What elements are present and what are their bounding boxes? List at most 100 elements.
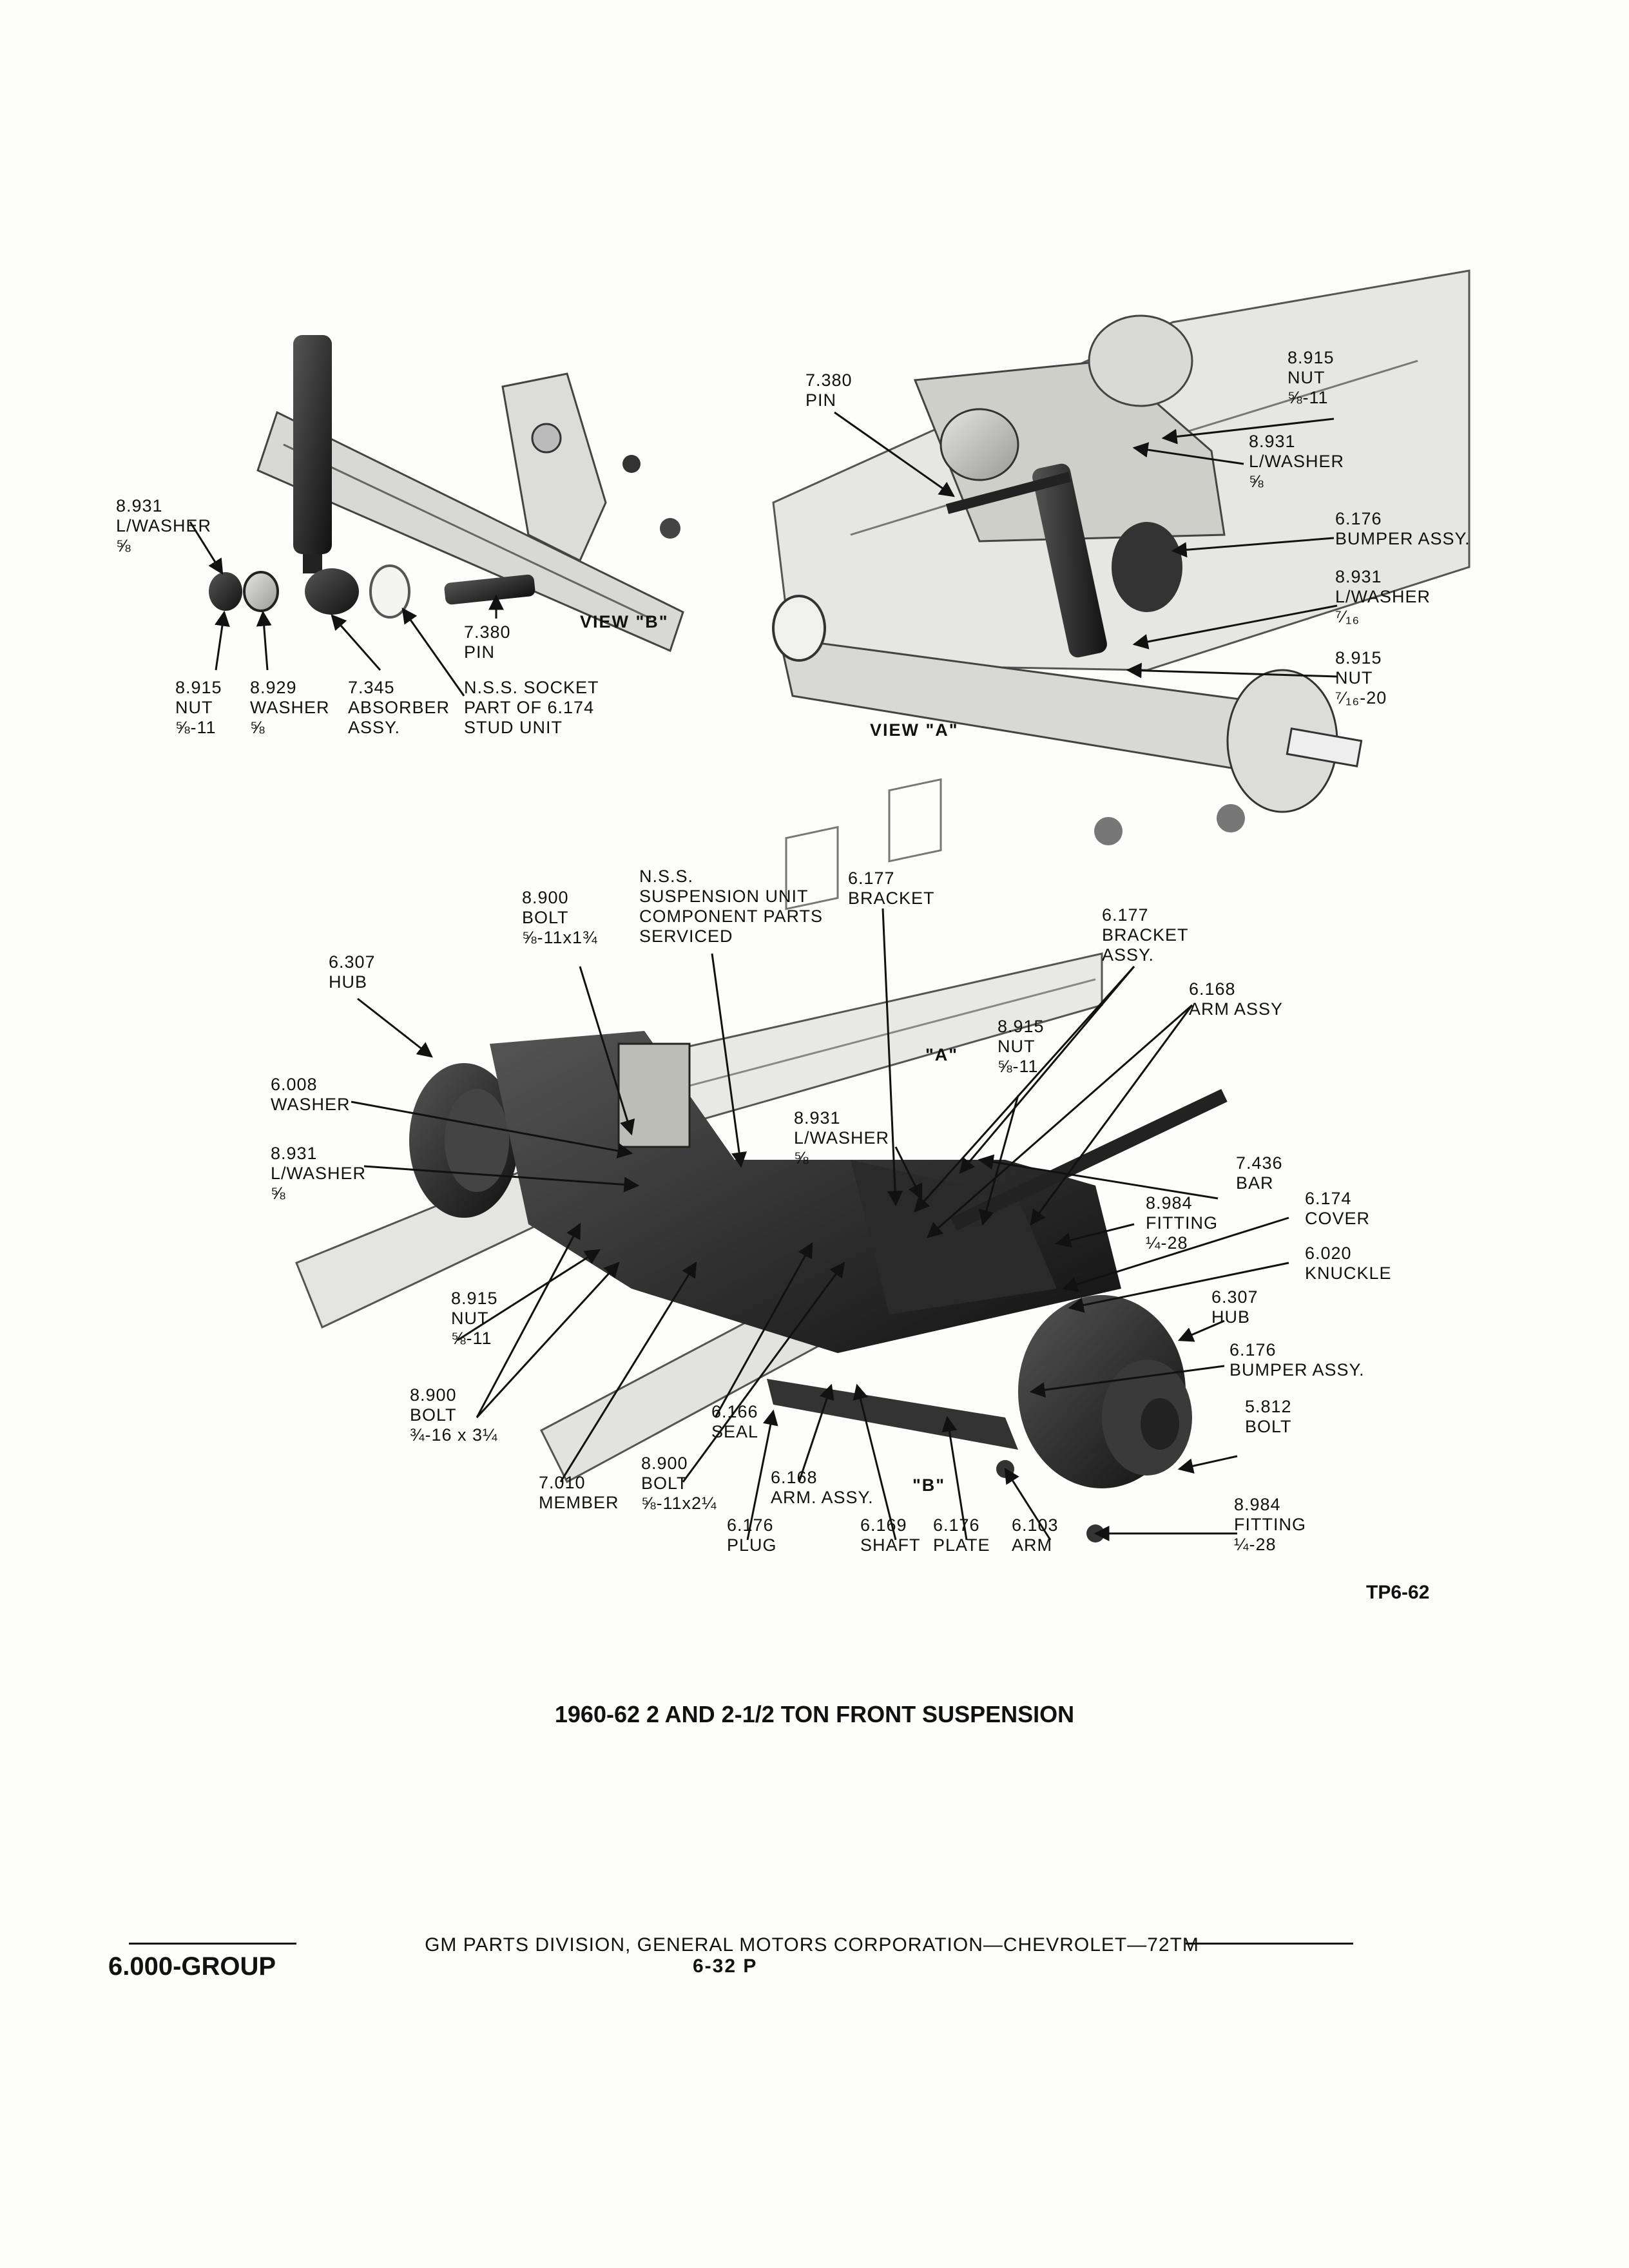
view-a-drawing [772,269,1470,845]
part-number: 6.008 [271,1075,318,1094]
part-name: L/WASHER [116,516,212,535]
view-b-absorber-callout: 7.345 ABSORBER ASSY. [348,678,450,738]
part-name: SEAL [711,1422,759,1441]
part-number: 6.176 [1229,1340,1277,1360]
page-number: 6-32 P [693,1956,758,1977]
part-name: BOLT [410,1405,457,1425]
part-name: PIN [464,642,496,662]
view-a-marker: "A" [925,1045,959,1064]
part-name: BUMPER ASSY. [1229,1360,1365,1379]
view-a-pin-callout: 7.380 PIN [805,370,853,410]
part-number: 8.931 [271,1144,318,1163]
part-number: 6.307 [1211,1287,1258,1307]
part-size: ⅝ [271,1184,286,1203]
part-name: HUB [1211,1307,1251,1327]
part-name: COMPONENT PARTS [639,907,824,926]
part-number: 7.380 [805,370,853,390]
bolt-low-callout: 8.900 BOLT ¾-16 x 3¼ [410,1385,498,1445]
part-size: ⁷⁄₁₆ [1335,607,1360,626]
part-number: 7.436 [1236,1153,1283,1173]
part-name: WASHER [271,1095,351,1114]
part-number: 6.307 [329,952,376,972]
part-number: 8.931 [794,1108,841,1128]
figure-reference-code: TP6-62 [1366,1582,1430,1603]
part-size: ⅝-11 [1287,388,1329,407]
plug-callout: 6.176 PLUG [727,1515,777,1555]
view-b-pin-callout: 7.380 PIN [464,622,511,662]
part-name: BOLT [641,1474,688,1493]
part-size: ¾-16 x 3¼ [410,1425,498,1445]
part-size: ASSY. [348,718,401,737]
view-a-nut-low-callout: 8.915 NUT ⁷⁄₁₆-20 [1335,648,1387,708]
part-number: 7.380 [464,622,511,642]
hub-left-callout: 6.307 HUB [329,952,376,992]
part-number: 8.915 [998,1017,1045,1036]
part-name: KNUCKLE [1305,1264,1392,1283]
part-name: SERVICED [639,927,733,946]
part-name: BUMPER ASSY. [1335,529,1470,548]
part-name: WASHER [250,698,330,717]
lwasher-left-callout: 8.931 L/WASHER ⅝ [271,1144,366,1204]
part-number: 8.900 [410,1385,457,1405]
part-name: L/WASHER [1249,452,1345,471]
part-number: N.S.S. [639,867,694,886]
part-name: NUT [998,1037,1036,1056]
leader-lines [189,411,1338,1541]
view-b-lwasher-callout: 8.931 L/WASHER ⅝ [116,496,211,556]
part-size: ⅝ [1249,472,1264,491]
part-name: L/WASHER [1335,587,1431,606]
part-number: 7.010 [539,1473,586,1492]
fitting-bottom-callout: 8.984 FITTING ¼-28 [1234,1495,1306,1555]
shaft-callout: 6.169 SHAFT [860,1515,921,1555]
part-number: 5.812 [1245,1397,1292,1416]
part-name: COVER [1305,1209,1371,1228]
view-a-label: VIEW "A" [870,720,959,740]
part-name: ABSORBER [348,698,450,717]
view-b-label: VIEW "B" [580,612,669,631]
part-name: NUT [1335,668,1373,687]
lwasher-mid-callout: 8.931 L/WASHER ⅝ [794,1108,889,1168]
part-number: 8.931 [1335,567,1382,586]
part-name: PLATE [933,1535,990,1555]
part-number: 6.020 [1305,1244,1352,1263]
part-name: FITTING [1234,1515,1306,1534]
part-name: PLUG [727,1535,777,1555]
member-callout: 7.010 MEMBER [539,1473,619,1513]
part-name: L/WASHER [271,1164,367,1183]
part-name: BRACKET [1102,925,1189,945]
part-size: ASSY. [1102,945,1155,965]
part-size: ⅝ [116,536,131,555]
part-number: 8.915 [175,678,222,697]
bolt-bottom-callout: 8.900 BOLT ⅝-11x2¼ [641,1454,717,1514]
part-size: ¼-28 [1234,1535,1277,1554]
part-number: 6.174 [1305,1189,1352,1208]
part-number: 8.915 [451,1289,498,1308]
nut-left-callout: 8.915 NUT ⅝-11 [451,1289,498,1349]
part-name: SHAFT [860,1535,921,1555]
part-number: 6.168 [1189,979,1236,999]
part-number: 6.176 [727,1515,774,1535]
part-name: ARM ASSY [1189,999,1284,1019]
seal-callout: 6.166 SEAL [711,1402,758,1442]
view-b-washer-callout: 8.929 WASHER ⅝ [250,678,330,738]
part-name: FITTING [1146,1213,1218,1233]
part-size: ⅝ [250,718,265,737]
part-size: ⅝-11 [998,1057,1039,1076]
part-number: 8.929 [250,678,297,697]
part-number: 8.915 [1335,648,1382,668]
part-size: ⅝-11 [451,1329,492,1348]
part-number: 6.168 [771,1468,818,1487]
part-name: PIN [805,390,837,410]
bracket-callout: 6.177 BRACKET [848,869,935,908]
part-number: 6.166 [711,1402,758,1421]
part-name: ARM [1012,1535,1052,1555]
part-name: NUT [175,698,213,717]
part-size: ⅝ [794,1148,809,1168]
plate-callout: 6.176 PLATE [933,1515,990,1555]
fitting-top-callout: 8.984 FITTING ¼-28 [1146,1193,1218,1253]
view-b-socket-callout: N.S.S. SOCKET PART OF 6.174 STUD UNIT [464,678,599,738]
arm-assy-top-callout: 6.168 ARM ASSY [1189,979,1283,1019]
part-name: BOLT [1245,1417,1292,1436]
view-a-lwasher-low-callout: 8.931 L/WASHER ⁷⁄₁₆ [1335,567,1431,627]
